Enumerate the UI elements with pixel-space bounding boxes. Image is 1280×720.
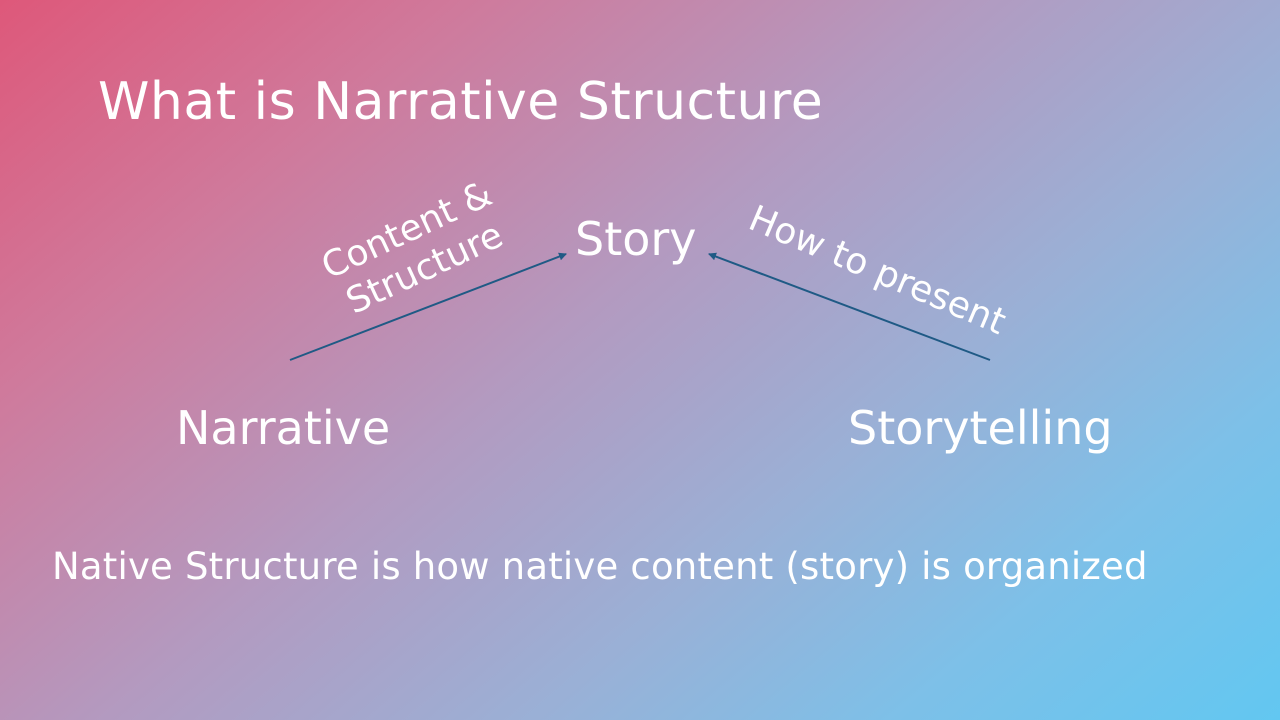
node-story: Story [575,212,697,266]
arrow-narrative-to-story [289,252,567,361]
node-storytelling: Storytelling [848,401,1113,455]
footer-definition: Native Structure is how native content (… [52,545,1148,588]
arrow-storytelling-to-story [708,252,991,361]
slide-title: What is Narrative Structure [98,72,824,132]
node-narrative: Narrative [176,401,391,455]
